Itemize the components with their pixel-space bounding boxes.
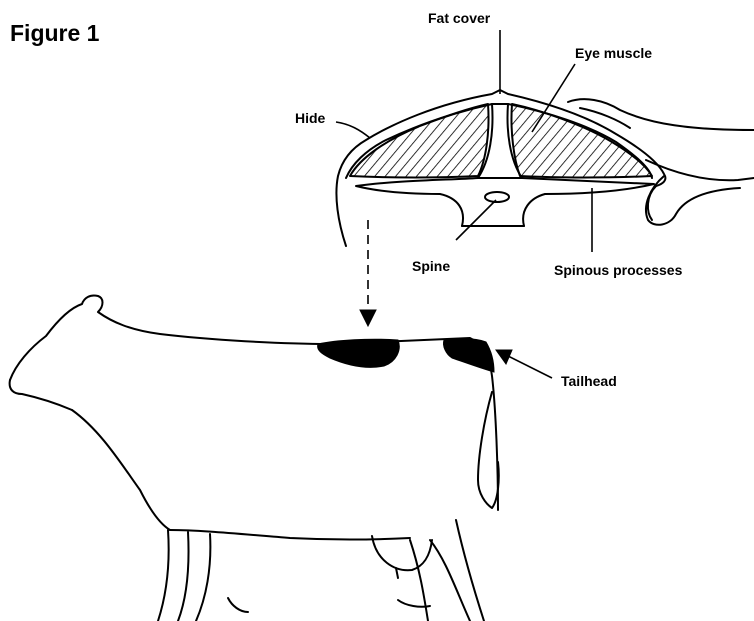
spinal-canal [485, 192, 509, 202]
location-pointer [360, 220, 376, 326]
loin-patch [318, 339, 400, 367]
cow-patches [318, 339, 494, 372]
cow-illustration [10, 295, 499, 621]
tailhead-patch [443, 339, 494, 372]
label-fat-cover: Fat cover [428, 11, 490, 25]
tailhead-pointer [496, 350, 552, 378]
label-spine: Spine [412, 259, 450, 273]
label-hide: Hide [295, 111, 325, 125]
pointer-arrowhead [360, 310, 376, 326]
loin-cross-section [336, 90, 665, 246]
label-tailhead: Tailhead [561, 374, 617, 388]
transverse-processes [356, 178, 654, 226]
label-spinous-processes: Spinous processes [554, 263, 682, 277]
label-eye-muscle: Eye muscle [575, 46, 652, 60]
hide-leader [336, 122, 370, 138]
